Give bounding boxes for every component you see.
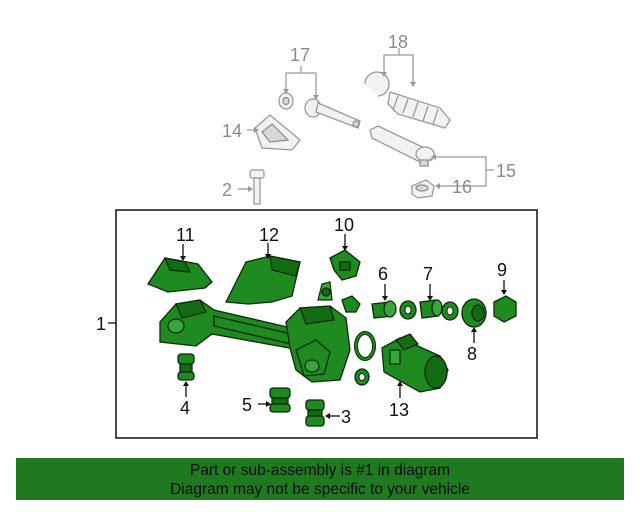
rack-housing[interactable] [159,281,361,383]
callout-6: 6 [378,264,388,284]
part-10-sensor[interactable] [329,249,361,281]
callout-14: 14 [222,121,242,141]
notice-banner: Part or sub-assembly is #1 in diagram Di… [16,458,624,500]
part-11-bracket[interactable] [147,257,213,293]
callout-9: 9 [497,260,507,280]
callout-11: 11 [176,225,195,245]
callout-13: 13 [389,400,409,420]
callout-7: 7 [423,264,433,284]
notice-line-2: Diagram may not be specific to your vehi… [170,481,470,498]
callout-5: 5 [242,395,252,415]
callout-16: 16 [452,177,472,197]
part-17-inner-tie-rod [278,92,361,129]
part-3-bushing[interactable] [305,399,325,427]
callout-3: 3 [341,407,351,427]
callout-17: 17 [290,45,310,65]
part-9-cap[interactable] [493,295,517,323]
notice-line-1: Part or sub-assembly is #1 in diagram [189,462,451,479]
ring-small[interactable] [399,300,417,320]
callout-15: 15 [496,161,516,181]
ring-lower[interactable] [354,368,370,386]
callout-1: 1 [96,314,106,334]
part-16-nut [411,179,435,199]
part-15-tie-rod-end [369,125,435,167]
part-5-bushing[interactable] [269,387,291,413]
callout-4: 4 [180,398,190,418]
callout-8: 8 [467,344,477,364]
callout-10: 10 [334,215,354,235]
part-18-rack-boot [364,71,451,129]
part-14-cushion [254,114,301,151]
part-7-bearing[interactable] [419,299,443,319]
callout-12: 12 [259,225,279,245]
part-8-bushing[interactable] [461,298,487,328]
callout-2: 2 [222,180,232,200]
part-12-heat-shield[interactable] [224,255,301,305]
o-ring[interactable] [354,331,376,361]
callout-18: 18 [388,32,408,52]
part-13-motor[interactable] [381,333,449,393]
part-6-bearing[interactable] [371,300,397,319]
faded-parts-group: 17 18 14 2 [222,32,516,205]
part-2-bolt [249,169,265,205]
part-4-bushing[interactable] [177,353,195,381]
ring-medium[interactable] [441,301,459,321]
